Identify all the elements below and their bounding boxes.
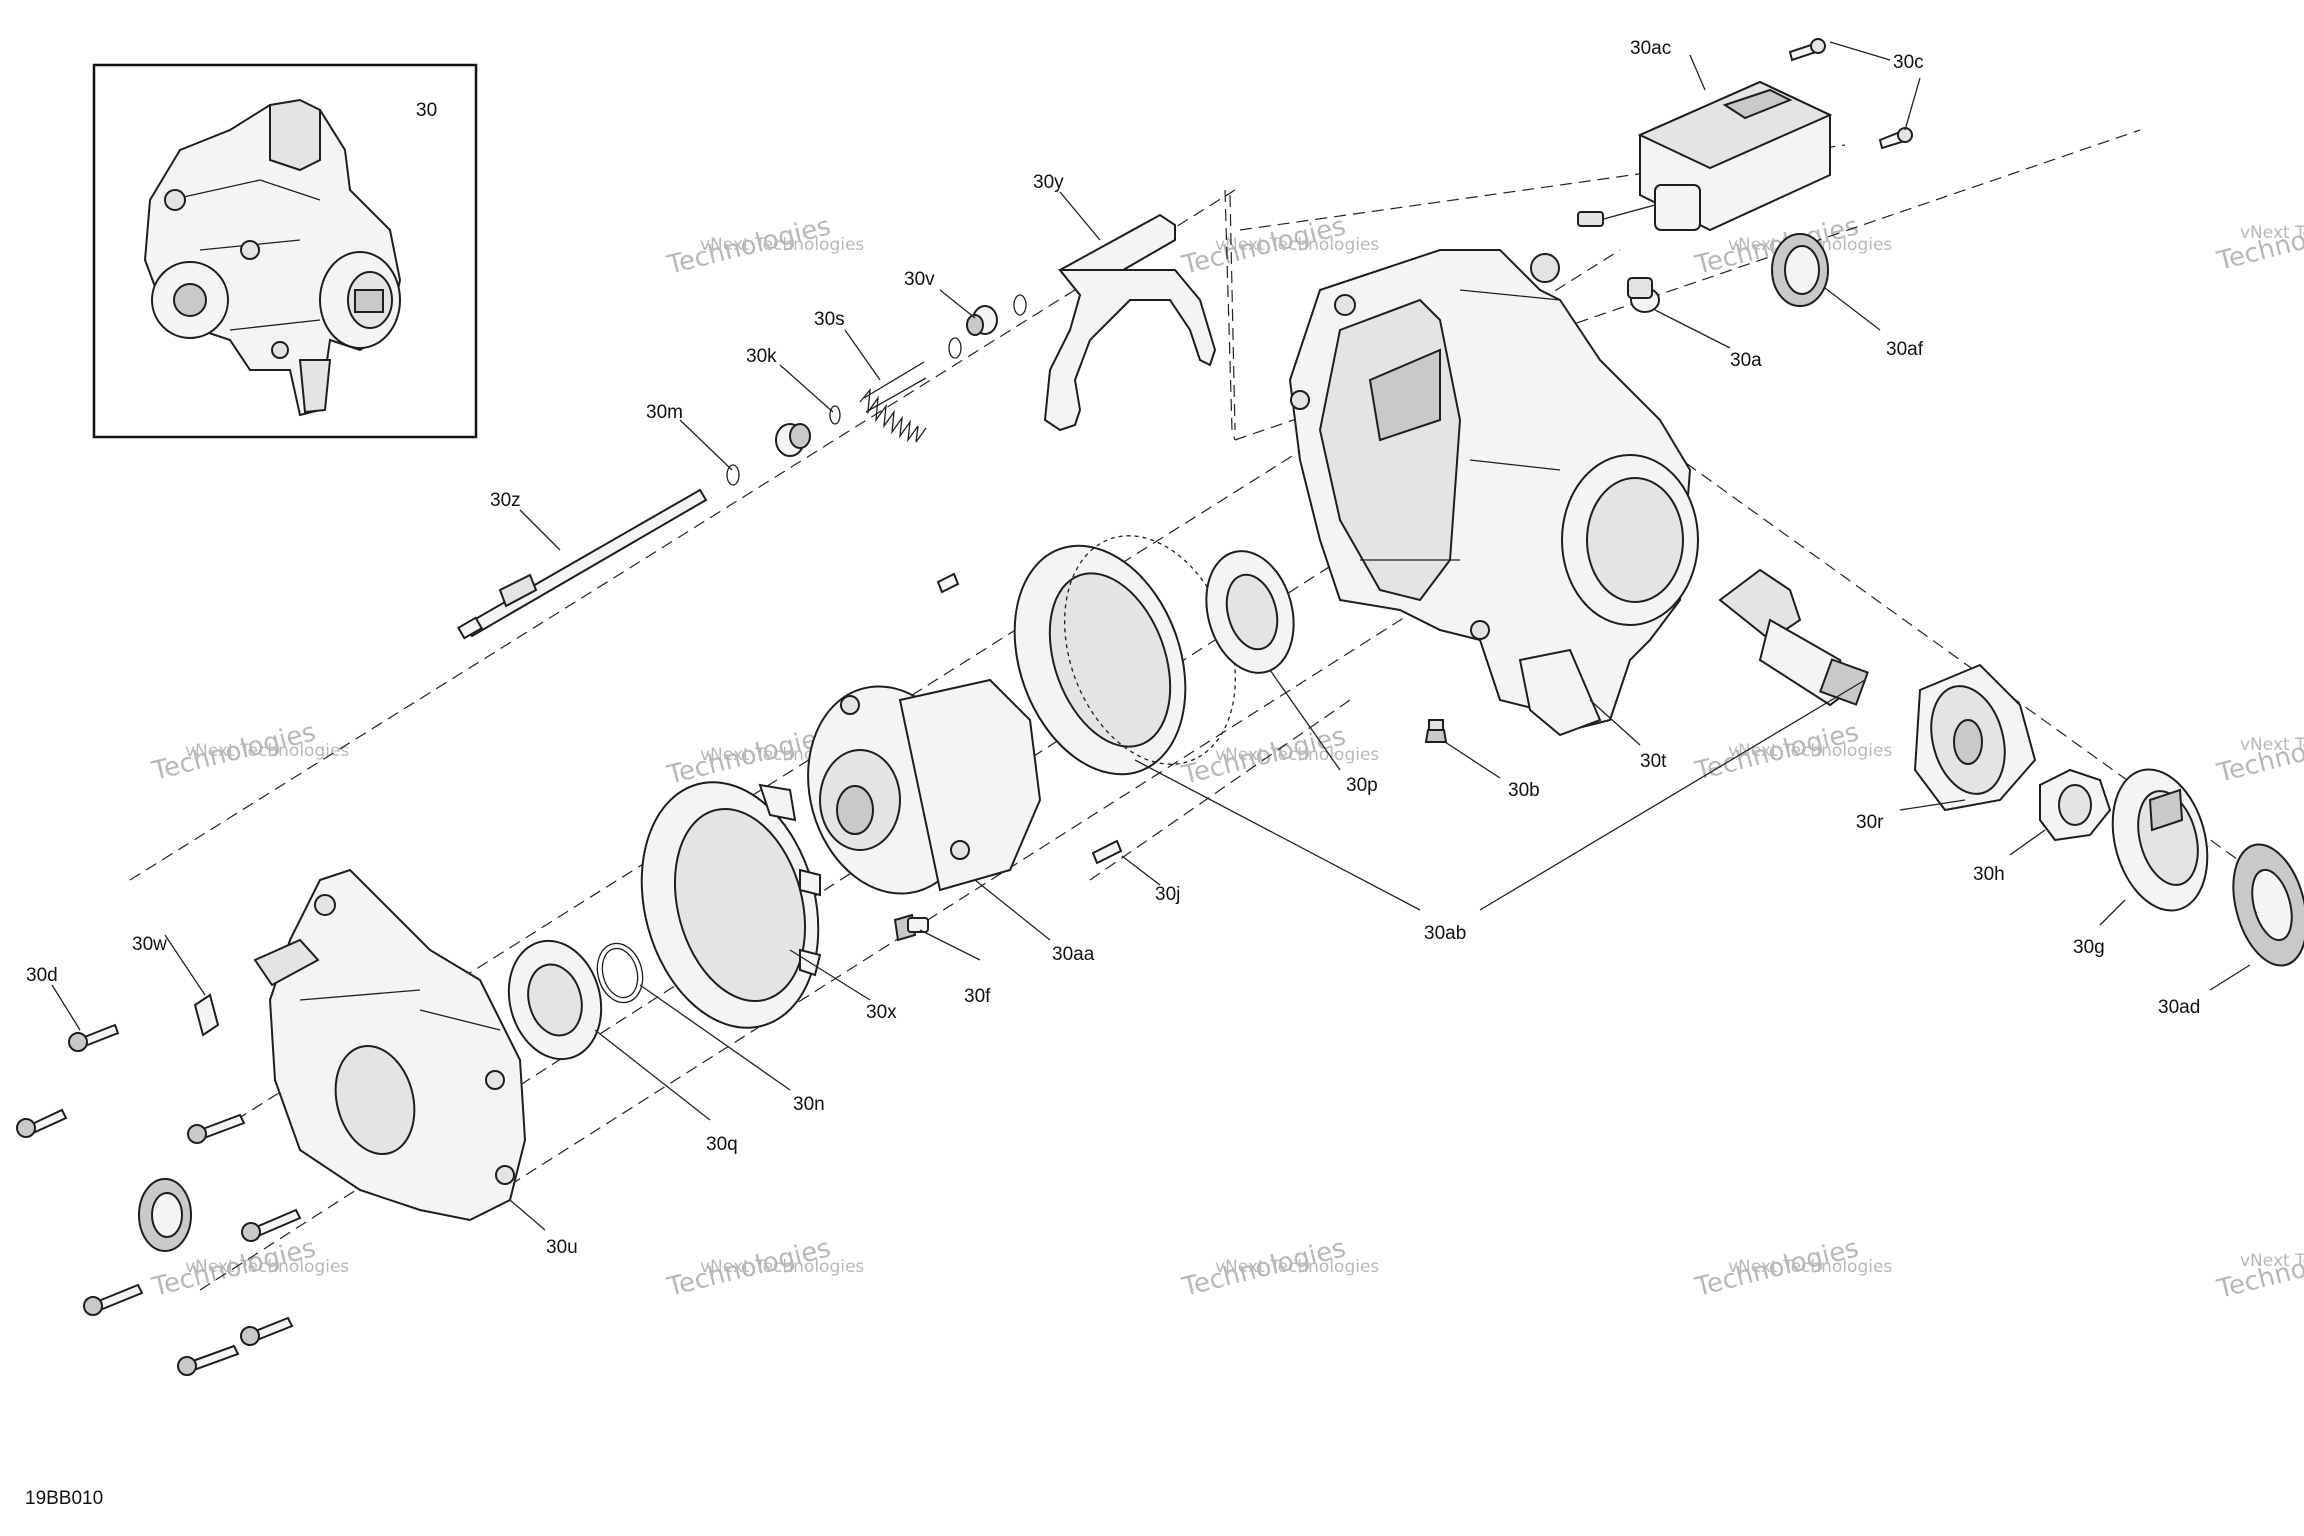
- callout-30af: 30af: [1886, 339, 1924, 360]
- svg-text:Technologies: Technologies: [1178, 721, 1348, 791]
- leader-lines: [51, 41, 2251, 1231]
- callout-30h: 30h: [1973, 864, 2005, 885]
- callout-30u: 30u: [546, 1237, 578, 1258]
- callout-30a: 30a: [1730, 350, 1762, 371]
- part-30n-o-ring: [596, 942, 644, 1004]
- part-30ad-seal: [2232, 843, 2304, 967]
- callout-labels: 30ac 30c 30y 30v 30s 30k 30m 30z 30a 30a…: [26, 38, 2200, 1258]
- callout-30c: 30c: [1893, 52, 1924, 73]
- svg-text:vNext Technologies: vNext Technologies: [700, 235, 864, 255]
- callout-30y: 30y: [1033, 172, 1064, 193]
- svg-text:vNext Technologies: vNext Technologies: [185, 1257, 349, 1277]
- inset-label: 30: [416, 100, 437, 121]
- part-30g-flange: [2111, 768, 2209, 912]
- svg-text:Technologies: Technologies: [1691, 717, 1861, 787]
- svg-text:vNext Technologies: vNext Technologies: [1728, 741, 1892, 761]
- callout-30ab: 30ab: [1424, 923, 1466, 944]
- svg-text:vNext Technologies: vNext Technologies: [2240, 223, 2304, 243]
- watermark: vNext Technologies Technologies: [2213, 719, 2304, 789]
- part-circlips: [726, 294, 1027, 486]
- svg-text:vNext Technologies: vNext Technologies: [1215, 745, 1379, 765]
- svg-text:Technologies: Technologies: [2213, 719, 2304, 789]
- svg-text:vNext Technologies: vNext Technologies: [1215, 235, 1379, 255]
- part-30c-screws: [1788, 38, 1913, 150]
- watermark: vNext Technologies Technologies: [663, 1233, 864, 1303]
- watermark: vNext Technologies Technologies: [663, 211, 864, 281]
- assembly-inset: 30: [92, 63, 478, 439]
- callout-30v: 30v: [904, 269, 935, 290]
- callout-30t: 30t: [1640, 751, 1667, 772]
- part-30w-pin: [193, 993, 220, 1037]
- callout-30n: 30n: [793, 1094, 825, 1115]
- watermark: vNext Technologies Technologies: [2213, 1235, 2304, 1305]
- callout-30b: 30b: [1508, 780, 1540, 801]
- part-30k-bushing: [775, 423, 811, 457]
- svg-text:Technologies: Technologies: [1178, 1233, 1348, 1303]
- watermark: vNext Technologies Technologies: [1691, 1233, 1892, 1303]
- callout-30r: 30r: [1856, 812, 1884, 833]
- callout-30g: 30g: [2073, 937, 2105, 958]
- part-30b-plug: [1424, 719, 1448, 743]
- part-30x-cover: [640, 781, 822, 1029]
- callout-30aa: 30aa: [1052, 944, 1095, 965]
- part-30u-side-cover: [253, 868, 527, 1222]
- callout-30z: 30z: [490, 490, 521, 511]
- part-30r-bearing: [1913, 663, 2037, 812]
- callout-30f: 30f: [964, 986, 991, 1007]
- callout-30w: 30w: [132, 934, 167, 955]
- callout-30k: 30k: [746, 346, 777, 367]
- callout-30m: 30m: [646, 402, 683, 423]
- part-30af-seal: [1771, 233, 1829, 307]
- svg-text:Technologies: Technologies: [1691, 1233, 1861, 1303]
- callout-30q: 30q: [706, 1134, 738, 1155]
- svg-text:Technologies: Technologies: [663, 1233, 833, 1303]
- part-30d-bolts: [16, 1023, 302, 1376]
- callout-30ac: 30ac: [1630, 38, 1671, 59]
- part-30v-bushing: [966, 305, 998, 336]
- watermark: vNext Technologies Technologies: [1178, 211, 1379, 281]
- part-30y-shift-fork: [1043, 213, 1217, 432]
- part-30s-spring: [859, 361, 927, 443]
- part-30z-shift-shaft: [456, 488, 708, 640]
- part-seal-lower: [138, 1178, 192, 1252]
- part-30q-bearing: [507, 939, 603, 1061]
- svg-text:vNext Technologies: vNext Technologies: [1728, 1257, 1892, 1277]
- figure-code: 19BB010: [25, 1488, 103, 1509]
- svg-text:vNext Technologies: vNext Technologies: [185, 741, 349, 761]
- svg-text:Technologies: Technologies: [663, 211, 833, 281]
- part-30j-pin: [1091, 839, 1123, 865]
- part-30ab-ring-gear: [1013, 535, 1236, 776]
- callout-30x: 30x: [866, 1002, 897, 1023]
- callout-30s: 30s: [814, 309, 845, 330]
- part-30aa-differential: [807, 678, 1042, 895]
- svg-text:Technologies: Technologies: [2213, 207, 2304, 277]
- part-30f-bolt: [893, 913, 929, 942]
- part-30p-bearing: [1205, 550, 1295, 674]
- svg-text:Technologies: Technologies: [2213, 1235, 2304, 1305]
- assembled-gearbox: [143, 98, 402, 417]
- part-pinion-shaft: [1718, 568, 1869, 707]
- part-dowel-pin: [936, 572, 960, 594]
- watermark: vNext Technologies Technologies: [1691, 717, 1892, 787]
- callout-30p: 30p: [1346, 775, 1378, 796]
- callout-30d: 30d: [26, 965, 58, 986]
- callout-30j: 30j: [1155, 884, 1180, 905]
- watermark: vNext Technologies Technologies: [148, 717, 349, 787]
- svg-text:Technologies: Technologies: [148, 717, 318, 787]
- part-30ac-sensor-module: [1577, 80, 1833, 232]
- watermark: vNext Technologies Technologies: [2213, 207, 2304, 277]
- svg-text:vNext Technologies: vNext Technologies: [2240, 1251, 2304, 1271]
- svg-text:vNext Technologies: vNext Technologies: [2240, 735, 2304, 755]
- callout-30ad: 30ad: [2158, 997, 2200, 1018]
- svg-text:Technologies: Technologies: [1178, 211, 1348, 281]
- svg-text:vNext Technologies: vNext Technologies: [1215, 1257, 1379, 1277]
- svg-text:vNext Technologies: vNext Technologies: [700, 1257, 864, 1277]
- part-30h-nut: [2039, 768, 2112, 842]
- part-30t-main-housing: [1288, 249, 1699, 737]
- part-30a-plug: [1627, 277, 1660, 313]
- watermark: vNext Technologies Technologies: [1178, 1233, 1379, 1303]
